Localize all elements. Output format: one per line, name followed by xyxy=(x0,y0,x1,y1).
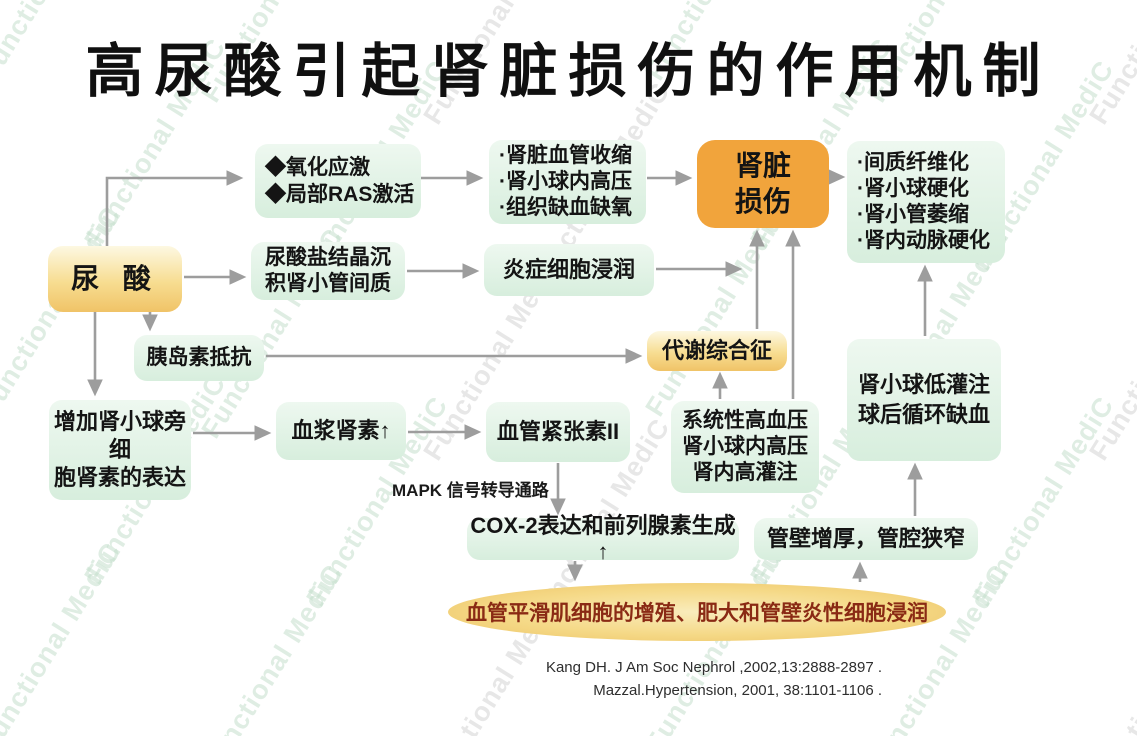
node-outcomes: ·间质纤维化 ·肾小球硬化 ·肾小管萎缩 ·肾内动脉硬化 xyxy=(847,141,1005,263)
references: Kang DH. J Am Soc Nephrol ,2002,13:2888-… xyxy=(450,656,882,702)
node-urate-crystal: 尿酸盐结晶沉 积肾小管间质 xyxy=(251,242,405,300)
reference-line: Kang DH. J Am Soc Nephrol ,2002,13:2888-… xyxy=(545,659,882,676)
reference-line: Mazzal.Hypertension, 2001, 38:1101-1106 … xyxy=(593,682,882,699)
node-juxtaglomerular-renin: 增加肾小球旁细 胞肾素的表达 xyxy=(49,400,191,500)
node-vasoconstriction: ·肾脏血管收缩 ·肾小球内高压 ·组织缺血缺氧 xyxy=(489,140,646,224)
node-hypertension: 系统性高血压 肾小球内高压 肾内高灌注 xyxy=(671,401,819,493)
page-title: 高尿酸引起肾脏损伤的作用机制 xyxy=(85,37,1052,105)
node-plasma-renin: 血浆肾素↑ xyxy=(276,402,406,460)
node-inflammation: 炎症细胞浸润 xyxy=(484,244,654,296)
node-kidney-damage: 肾脏 损伤 xyxy=(697,140,829,228)
node-smooth-muscle-proliferation: 血管平滑肌细胞的增殖、肥大和管壁炎性细胞浸润 xyxy=(448,583,946,641)
node-hypoperfusion: 肾小球低灌注 球后循环缺血 xyxy=(847,339,1001,461)
node-vessel-wall: 管壁增厚，管腔狭窄 xyxy=(754,518,978,560)
mapk-pathway-label: MAPK 信号转导通路 xyxy=(392,481,549,500)
node-insulin-resistance: 胰岛素抵抗 xyxy=(134,335,264,381)
node-metabolic-syndrome: 代谢综合征 xyxy=(647,331,787,371)
node-uric-acid: 尿 酸 xyxy=(48,246,182,312)
node-oxidative-stress: ◆氧化应激 ◆局部RAS激活 xyxy=(255,144,421,218)
node-angiotensin-ii: 血管紧张素II xyxy=(486,402,630,462)
node-cox2-prostaglandin: COX-2表达和前列腺素生成↑ xyxy=(467,513,739,564)
